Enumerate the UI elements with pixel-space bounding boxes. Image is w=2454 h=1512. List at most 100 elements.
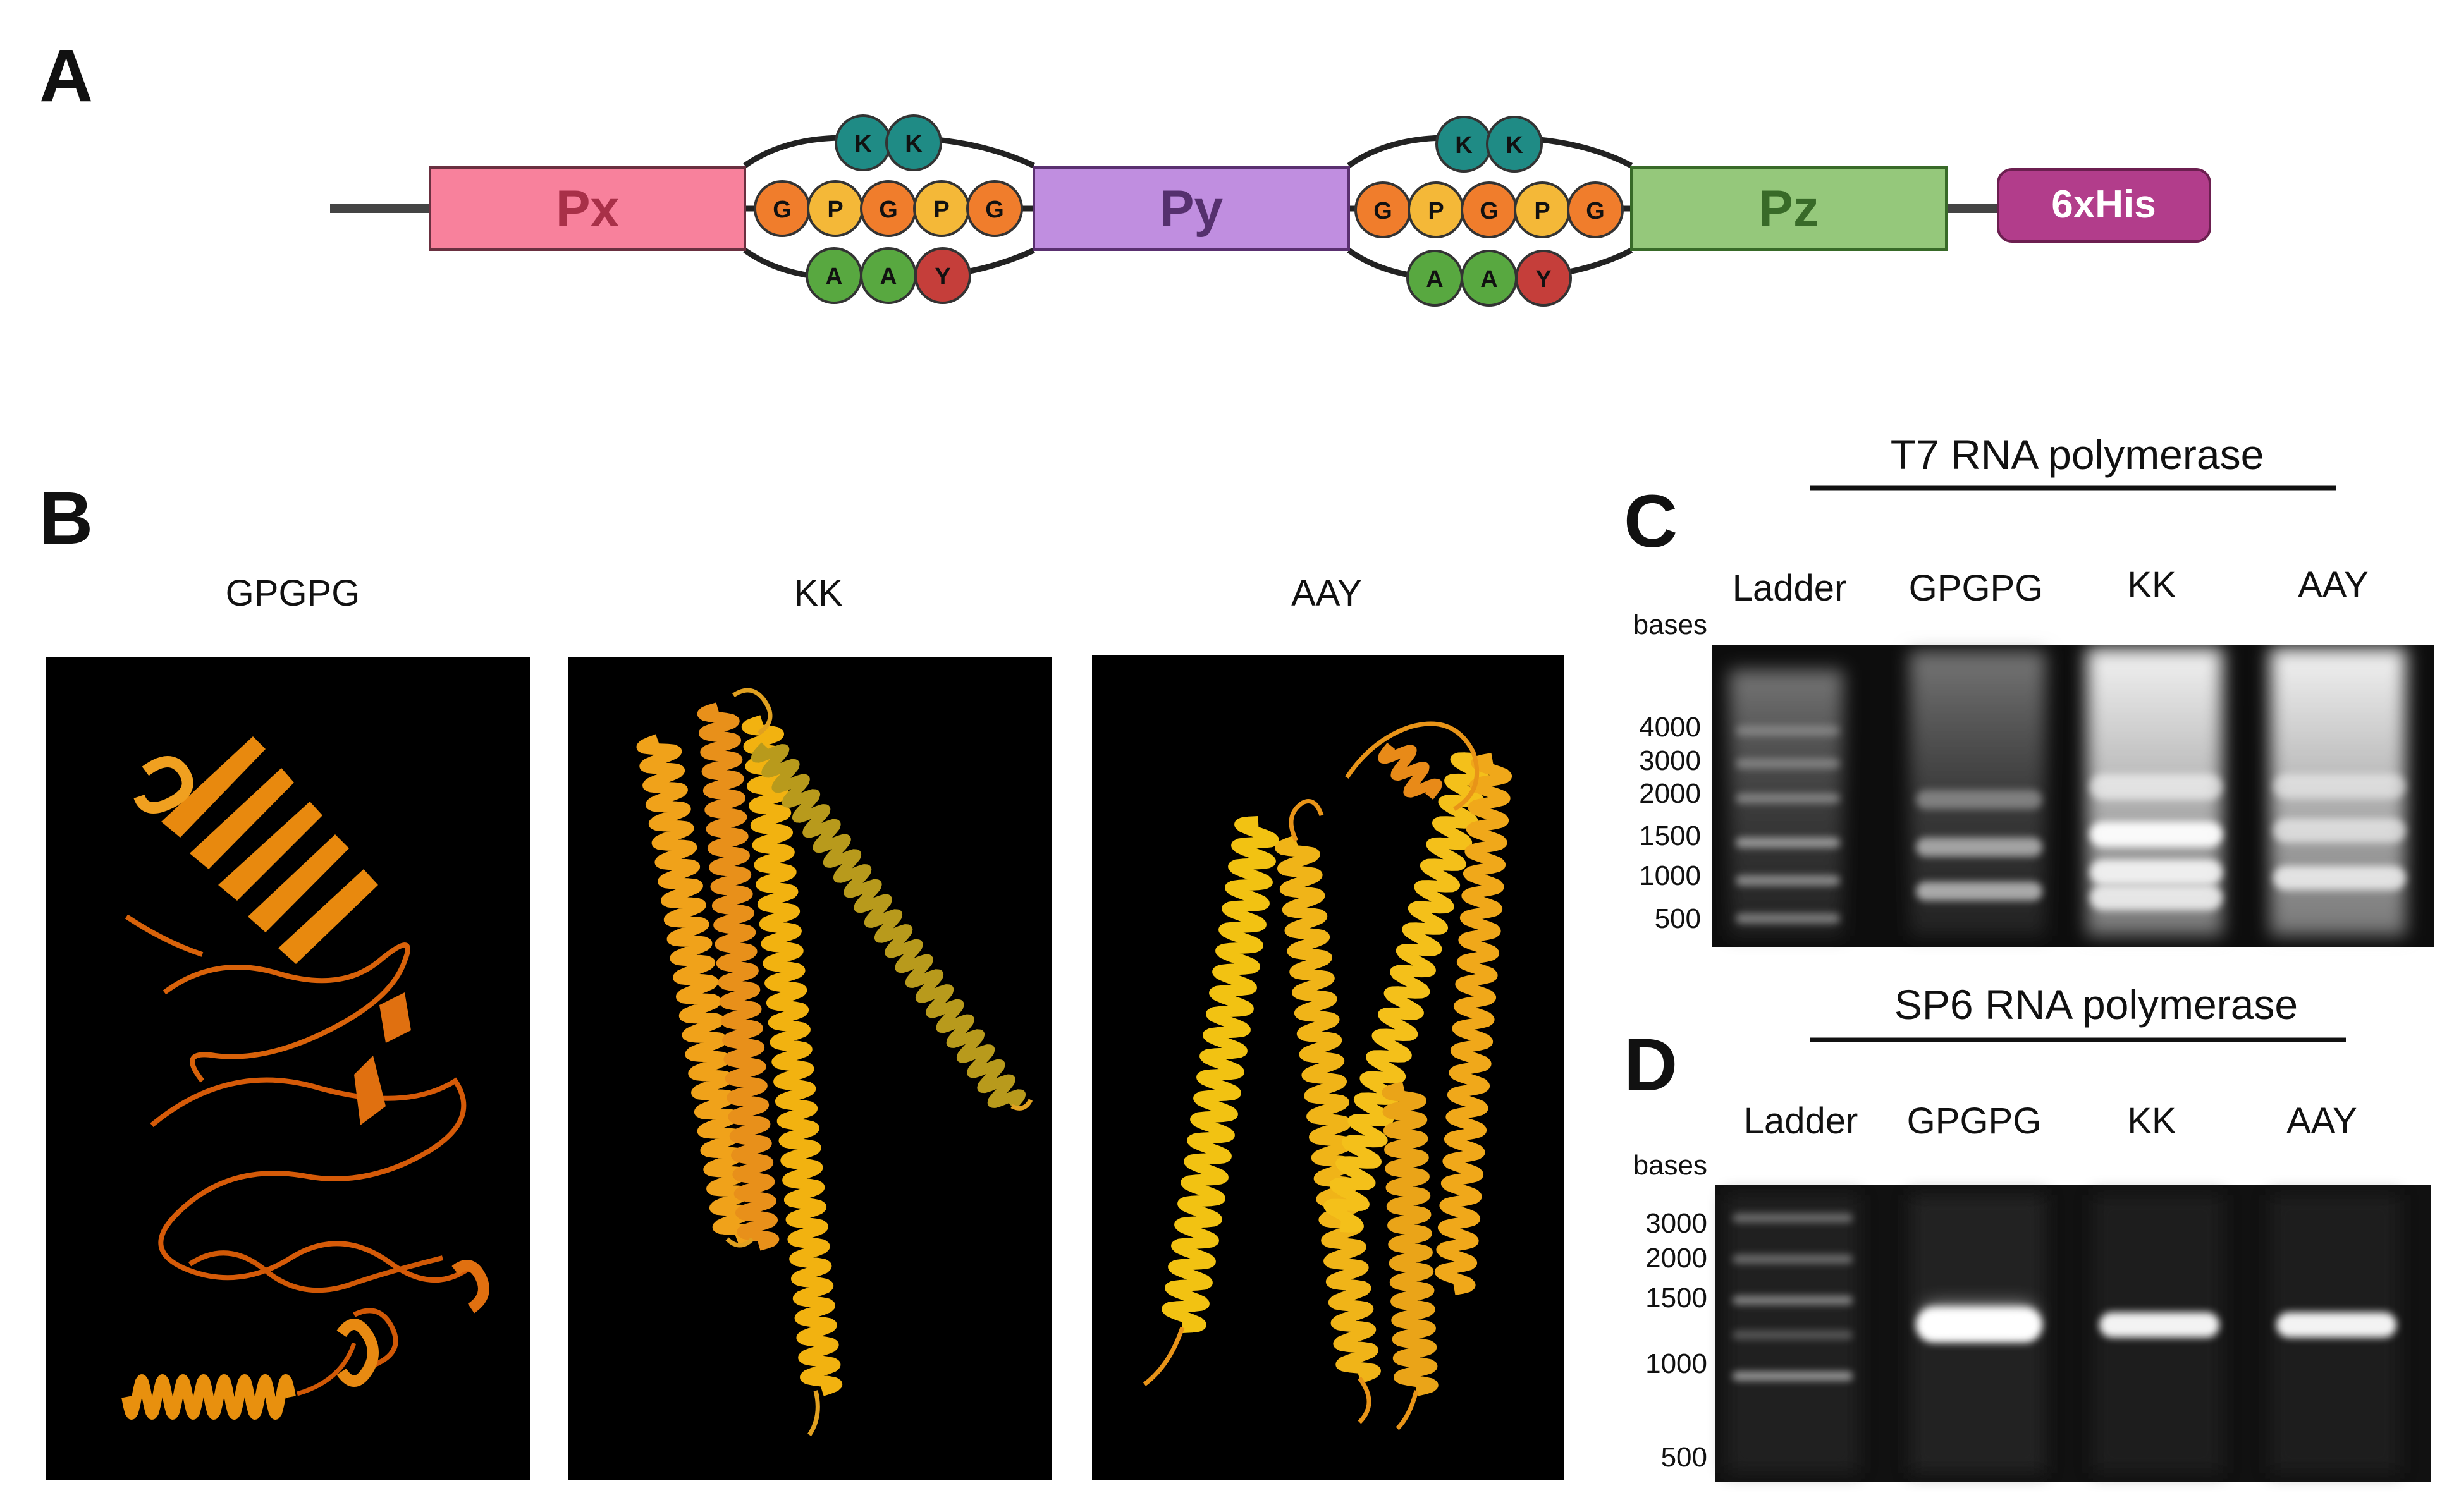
gel-c-kk-band	[2090, 885, 2223, 910]
gel-c-gpgpg-band	[1916, 838, 2042, 857]
helix-bundle	[1143, 721, 1512, 1430]
linker1-gpgpg-residue-4: G	[966, 180, 1023, 237]
structure-label-kk: KK	[794, 573, 843, 614]
linker1-gpgpg-residue-0: G	[754, 180, 811, 237]
helix-mid-low	[336, 1319, 379, 1387]
linker2-aay-residue-0: A	[1406, 250, 1463, 307]
gel-d-size-2000: 2000	[1645, 1243, 1707, 1274]
gel-c-lane-aay: AAY	[2298, 564, 2369, 606]
panel-letter-d: D	[1624, 1023, 1678, 1107]
gel-c-lane-kk: KK	[2127, 564, 2176, 606]
structure-gpgpg	[46, 657, 530, 1480]
gel-c-gpgpg-band	[1916, 790, 2042, 809]
linker2-aay-residue-label: A	[1426, 266, 1443, 293]
gel-d-lane-gpgpg: GPGPG	[1907, 1100, 2042, 1142]
domain-pz-label: Pz	[1758, 180, 1819, 238]
linker1-kk-residue-0: K	[835, 114, 892, 171]
loop-lower	[188, 1250, 443, 1368]
linker2-kk-residue-0: K	[1435, 116, 1492, 173]
linker2-gpgpg-residue-3: P	[1514, 181, 1571, 238]
gel-c-kk-band	[2090, 774, 2223, 800]
linker1-aay-residue-label: A	[825, 264, 842, 290]
gel-d-size-500: 500	[1661, 1442, 1707, 1473]
domain-pz-box	[1630, 166, 1948, 251]
linker2-gpgpg-residue-0: G	[1354, 181, 1411, 238]
linker2-gpgpg-residue-label: G	[1373, 198, 1392, 224]
loop-upper	[125, 914, 410, 1083]
gel-d-title: SP6 RNA polymerase	[1894, 981, 2298, 1028]
gel-d-lane-aay: AAY	[2286, 1100, 2357, 1142]
gel-c-ladder-band	[1736, 838, 1840, 848]
linker2-aay-residue-label: Y	[1535, 266, 1551, 293]
helix-right	[451, 1260, 489, 1314]
linker1-gpgpg-residue-label: G	[773, 197, 792, 223]
linker1-kk-residue-label: K	[854, 131, 872, 157]
gel-d-size-1500: 1500	[1645, 1283, 1707, 1314]
gel-c-size-500: 500	[1655, 903, 1701, 934]
linker1-gpgpg-residue-3: P	[913, 180, 970, 237]
domain-py-label: Py	[1160, 180, 1224, 238]
small-strands	[354, 992, 411, 1125]
his-tag-box	[1997, 168, 2211, 243]
gel-c-bands	[1736, 726, 2406, 924]
linker2-aay-residue-1: A	[1461, 250, 1518, 307]
linker1-aay-residue-0: A	[806, 247, 862, 304]
linker2-gpgpg-residue-4: G	[1567, 181, 1624, 238]
gel-c-ladder-band	[1736, 759, 1840, 769]
short-helix-top	[133, 756, 193, 814]
gel-c-size-1000: 1000	[1639, 860, 1701, 891]
gel-d-lane-ladder: Ladder	[1744, 1100, 1858, 1142]
gel-c-ladder-band	[1736, 875, 1840, 886]
linker1-aay-residue-label: A	[880, 264, 897, 290]
gel-c-size-4000: 4000	[1639, 712, 1701, 743]
linker1-gpgpg-residue-2: G	[860, 180, 917, 237]
linker1-aay-residue-2: Y	[914, 247, 971, 304]
linker1-aay-residue-label: Y	[935, 264, 950, 290]
gel-c-ladder-band	[1736, 793, 1840, 803]
linker2-gpgpg-residue-label: G	[1480, 198, 1499, 224]
gel-d-size-1000: 1000	[1645, 1348, 1707, 1379]
bottom-loop	[297, 1342, 357, 1396]
linker2-kk-residue-label: K	[1506, 132, 1523, 159]
gel-c-kk-band	[2090, 822, 2223, 847]
linker2-gpgpg-residue-label: G	[1586, 198, 1605, 224]
gel-d-ladder-band	[1733, 1255, 1853, 1264]
gel-c-lane-ladder: Ladder	[1733, 568, 1847, 609]
gel-c-size-1500: 1500	[1639, 820, 1701, 851]
beta-sheet	[161, 736, 378, 964]
linker2-gpgpg-residue-1: P	[1408, 181, 1464, 238]
gel-c-kk-band	[2090, 860, 2223, 885]
linker1-gpgpg-residue-label: G	[879, 197, 898, 223]
gel-c-aay-band	[2273, 819, 2406, 843]
gel-d-size-3000: 3000	[1645, 1208, 1707, 1239]
domain-px-label: Px	[556, 180, 619, 238]
gel-c-ladder-band	[1736, 726, 1840, 736]
linker2-kk-residue-1: K	[1486, 116, 1543, 173]
structure-gpgpg-background	[46, 657, 530, 1480]
gel-c-title: T7 RNA polymerase	[1891, 431, 2264, 478]
bottom-helix	[121, 1374, 296, 1420]
linker2-gpgpg-residue-label: P	[1428, 198, 1444, 224]
gel-c-gpgpg-band	[1916, 882, 2042, 901]
linker2-aay-residue-label: A	[1480, 266, 1497, 293]
gel-d-ladder-band	[1733, 1214, 1853, 1222]
gel-c-ladder-band	[1736, 913, 1840, 924]
coiled-coil-helices	[636, 688, 1033, 1436]
gel-c-lane-gpgpg: GPGPG	[1909, 568, 2044, 609]
aay-loops	[1143, 721, 1480, 1430]
panel-letter-a: A	[39, 34, 93, 118]
domain-py-box	[1033, 166, 1350, 251]
gel-c-size-3000: 3000	[1639, 745, 1701, 776]
aay-helix-3	[1323, 752, 1490, 1233]
gel-d-gpgpg-glow	[1922, 1303, 2036, 1329]
gel-d-ladder-band	[1733, 1296, 1853, 1305]
gel-d-kk-band	[2099, 1312, 2219, 1338]
gel-d-bands	[1733, 1214, 2396, 1381]
linker2-aay-residue-2: Y	[1515, 250, 1572, 307]
gel-d-bases-label: bases	[1633, 1150, 1707, 1181]
bottom-helix-ribbon	[121, 1374, 296, 1420]
linker2-kk-residue-label: K	[1455, 132, 1473, 159]
